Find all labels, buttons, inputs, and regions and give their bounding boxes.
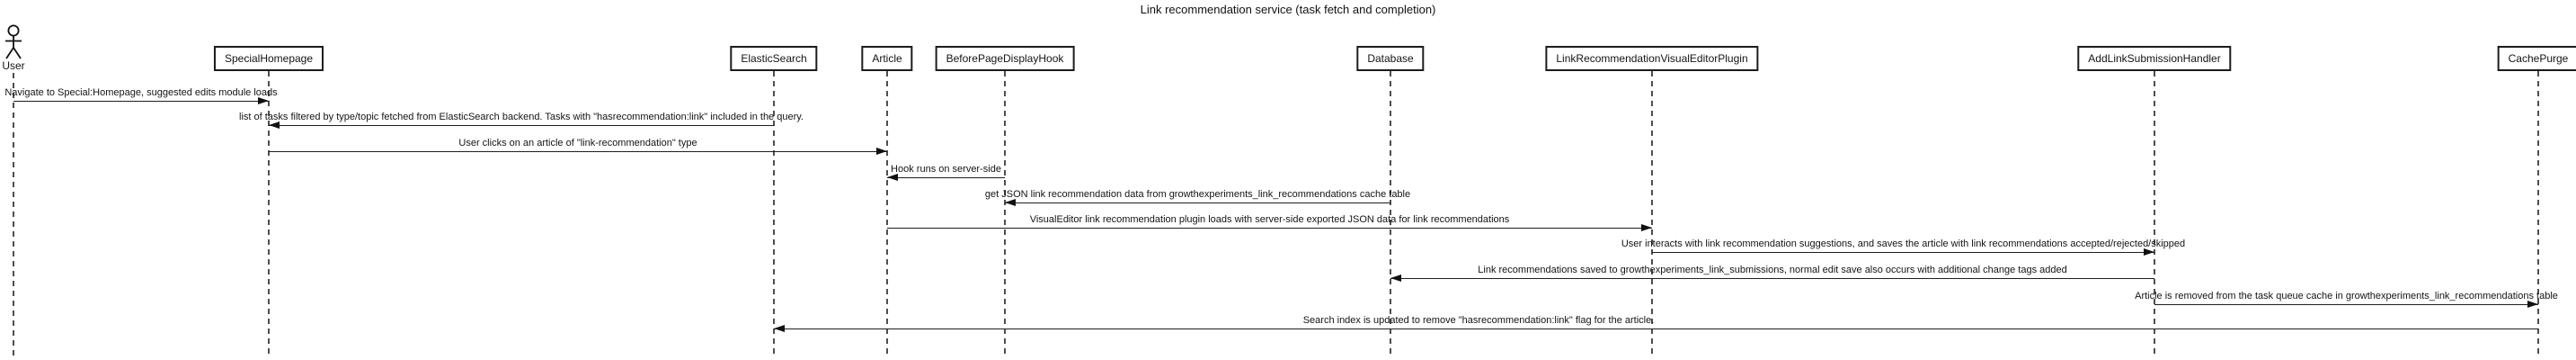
message-line-6 [887,228,1652,230]
message-arrowhead-2 [269,122,280,129]
message-arrowhead-8 [1390,274,1401,282]
participant-database: Database [1356,46,1425,71]
message-line-2 [269,125,774,127]
message-arrowhead-9 [2527,301,2538,308]
message-line-8 [1390,278,2154,280]
message-label-5: get JSON link recommendation data from g… [984,189,1411,200]
message-line-5 [1005,202,1390,204]
message-line-4 [887,177,1005,179]
message-arrowhead-7 [2144,248,2154,256]
diagram-title: Link recommendation service (task fetch … [1140,3,1436,16]
message-arrowhead-10 [774,325,785,332]
message-label-2: list of tasks filtered by type/topic fet… [239,112,804,122]
lifeline-cachepurge [2537,71,2539,356]
message-arrowhead-3 [876,148,887,155]
participant-elasticsearch: ElasticSearch [730,46,818,71]
participant-cachepurge: CachePurge [2497,46,2576,71]
message-line-7 [1652,252,2154,254]
message-arrowhead-6 [1641,224,1652,231]
message-line-3 [269,151,887,153]
message-label-3: User clicks on an article of "link-recom… [458,138,697,148]
message-label-9: Article is removed from the task queue c… [2135,291,2558,302]
message-label-4: Hook runs on server-side [891,164,1001,175]
message-label-8: Link recommendations saved to growthexpe… [1478,265,2067,275]
lifeline-specialhomepage [268,71,270,356]
message-line-1 [13,101,269,103]
message-arrowhead-4 [887,174,898,181]
participant-linkrecommendationvisualeditorplugin: LinkRecommendationVisualEditorPlugin [1545,46,1759,71]
participant-specialhomepage: SpecialHomepage [213,46,324,71]
user-actor-icon [0,23,29,66]
message-label-1: Navigate to Special:Homepage, suggested … [4,87,278,98]
participant-label-user: User [2,59,25,72]
message-label-6: VisualEditor link recommendation plugin … [1029,214,1510,225]
lifeline-article [886,71,888,356]
message-line-9 [2154,304,2538,306]
participant-addlinksubmissionhandler: AddLinkSubmissionHandler [2077,46,2232,71]
participant-article: Article [861,46,913,71]
participant-beforepagedisplayhook: BeforePageDisplayHook [935,46,1075,71]
message-arrowhead-1 [258,97,269,104]
message-label-10: Search index is updated to remove "hasre… [1302,315,1655,326]
lifeline-elasticsearch [773,71,775,356]
lifeline-linkrecommendationvisualeditorplugin [1651,71,1653,356]
message-line-10 [774,328,2538,330]
message-label-7: User interacts with link recommendation … [1621,238,2186,249]
lifeline-beforepagedisplayhook [1004,71,1006,356]
message-arrowhead-5 [1005,199,1016,206]
